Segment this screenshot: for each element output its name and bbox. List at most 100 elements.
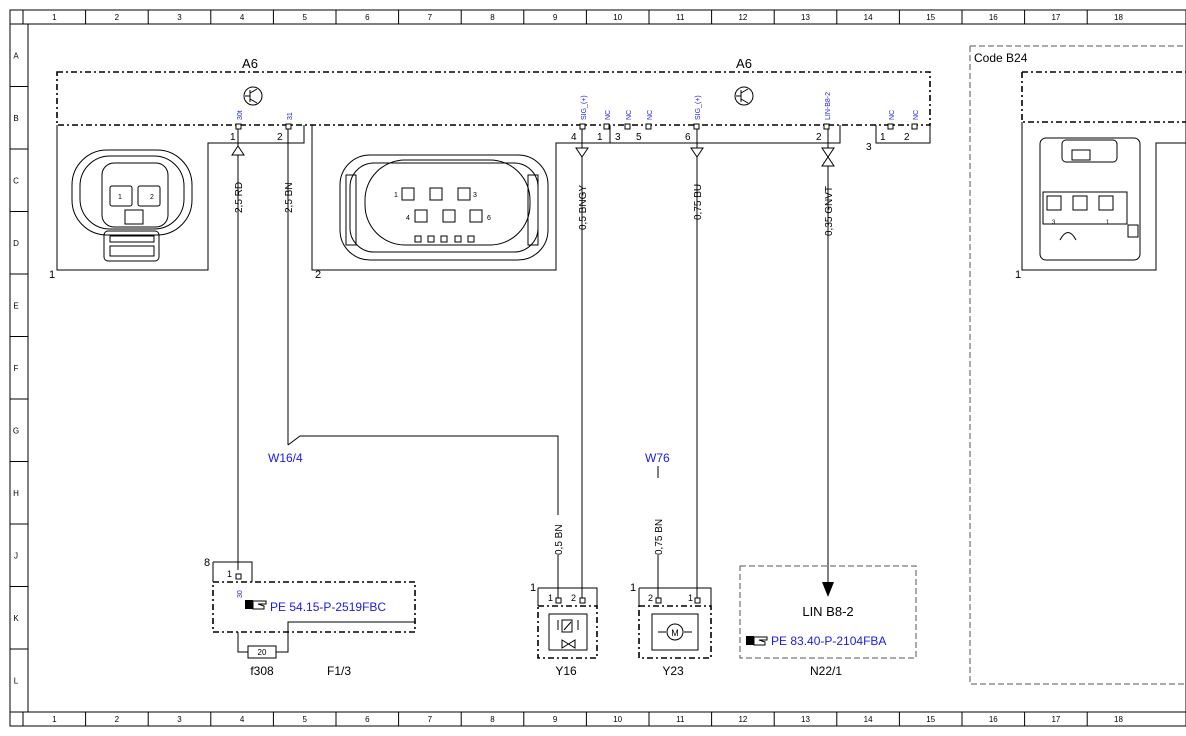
pin-number: 1 <box>230 132 236 143</box>
svg-text:NC: NC <box>889 110 896 120</box>
column-ruler: 1122334455667788991010111112121313141415… <box>22 10 1123 726</box>
n22-1-box <box>739 565 917 659</box>
column-number: 18 <box>1114 715 1123 724</box>
svg-text:SIG_(+): SIG_(+) <box>581 95 588 120</box>
svg-text:NC: NC <box>626 110 633 120</box>
column-number: 9 <box>553 13 558 22</box>
column-number: 4 <box>240 13 245 22</box>
column-number: 4 <box>240 715 245 724</box>
fuse-value: 20 <box>258 648 267 657</box>
connector-number: 8 <box>204 557 210 569</box>
transistor-icon <box>734 86 754 106</box>
fuse-wire-right <box>276 621 415 653</box>
pin-number: 3 <box>866 142 872 153</box>
column-number: 6 <box>365 715 370 724</box>
svg-text:1: 1 <box>394 192 398 199</box>
column-number: 9 <box>553 715 558 724</box>
connector-label: 1 <box>49 269 55 281</box>
pin-nc-1: NC <box>603 110 612 130</box>
connector-label: 1 <box>1015 269 1021 281</box>
column-number: 15 <box>926 13 935 22</box>
column-number: 16 <box>989 715 998 724</box>
pin-30 <box>235 573 242 580</box>
ref-pe54[interactable]: PE 54.15-P-2519FBC <box>270 600 386 614</box>
transistor-icon <box>243 86 263 106</box>
diagram-frame <box>9 9 1186 727</box>
code-b24-connector-drawing: 3 1 <box>1039 137 1141 261</box>
column-number: 1 <box>52 13 57 22</box>
column-number: 12 <box>738 715 747 724</box>
connector-2-outline <box>311 125 611 271</box>
column-number: 7 <box>428 715 433 724</box>
pin-number: 2 <box>648 593 653 603</box>
svg-text:3: 3 <box>1052 220 1056 226</box>
fuse-label: f308 <box>250 664 274 678</box>
column-number: 3 <box>177 13 182 22</box>
ref-pe83[interactable]: PE 83.40-P-2104FBA <box>771 634 886 648</box>
y23-housing <box>638 605 712 659</box>
wire-label-rd: 2,5 RD <box>234 182 245 213</box>
lin-b8-2-label: LIN B8-2 <box>802 604 853 619</box>
column-number: 16 <box>989 13 998 22</box>
row-letter: K <box>13 614 19 623</box>
column-number: 11 <box>676 715 685 724</box>
svg-text:1: 1 <box>1106 220 1110 226</box>
pin-31: 31 <box>285 112 294 130</box>
a6-left-label: A6 <box>242 56 258 71</box>
pin-number: 3 <box>615 132 621 143</box>
fuse-connector-outline <box>213 561 253 582</box>
hand-pointer-icon <box>245 600 267 610</box>
svg-text:NC: NC <box>647 110 654 120</box>
pin-nc-4: NC <box>911 110 920 130</box>
connector-arrow-icon <box>690 147 704 158</box>
pin-sig-2: SIG_(+) <box>693 95 702 130</box>
column-number: 2 <box>115 715 120 724</box>
svg-text:LIN-B8-2: LIN-B8-2 <box>825 92 832 120</box>
wire-label-bn-25: 2,5 BN <box>284 182 295 213</box>
connector-label: 2 <box>315 269 321 281</box>
pin-number: 1 <box>548 593 553 603</box>
svg-text:30t: 30t <box>237 110 244 120</box>
wire-label-gnvt: 0,35 GNVT <box>824 186 835 236</box>
pin-number: 4 <box>571 132 577 143</box>
y16-connector <box>537 587 598 606</box>
row-letter: L <box>14 676 19 685</box>
row-letter: F <box>14 364 19 373</box>
column-number: 15 <box>926 715 935 724</box>
code-b24-boundary <box>969 45 1186 685</box>
wire-label-bn-075: 0,75 BN <box>654 519 665 555</box>
f1-3-label: F1/3 <box>327 664 351 678</box>
pin-number: 5 <box>636 132 642 143</box>
column-number: 14 <box>864 715 873 724</box>
pin-30-label: 30 <box>237 590 244 598</box>
pin-y16-2 <box>579 597 586 604</box>
svg-text:2: 2 <box>150 194 154 201</box>
pin-30t: 30t <box>235 110 244 130</box>
hand-pointer-icon <box>746 636 768 646</box>
column-number: 14 <box>864 13 873 22</box>
y16-label: Y16 <box>555 664 577 678</box>
y23-label: Y23 <box>662 664 684 678</box>
svg-text:NC: NC <box>913 110 920 120</box>
wire-label-bn-05: 0,5 BN <box>554 524 565 555</box>
column-number: 12 <box>738 13 747 22</box>
n22-1-label: N22/1 <box>810 664 842 678</box>
pin-number: 1 <box>688 593 693 603</box>
pin-sig-1: SIG_(+) <box>579 95 588 130</box>
svg-text:31: 31 <box>287 112 294 120</box>
svg-text:M: M <box>671 628 679 638</box>
pin-number: 6 <box>685 132 691 143</box>
column-number: 8 <box>490 13 495 22</box>
row-letter: A <box>13 51 19 60</box>
pin-nc-2b: NC <box>645 110 654 130</box>
connector-1-drawing: 1 2 <box>71 149 193 262</box>
pin-y23-2 <box>655 597 662 604</box>
column-number: 6 <box>365 13 370 22</box>
wire-label-bu: 0,75 BU <box>693 184 704 220</box>
svg-text:1: 1 <box>118 194 122 201</box>
connector-arrow-icon <box>821 147 835 167</box>
row-letter: B <box>13 114 18 123</box>
connector-2-bus <box>560 125 841 144</box>
connector-number: 1 <box>630 582 636 594</box>
